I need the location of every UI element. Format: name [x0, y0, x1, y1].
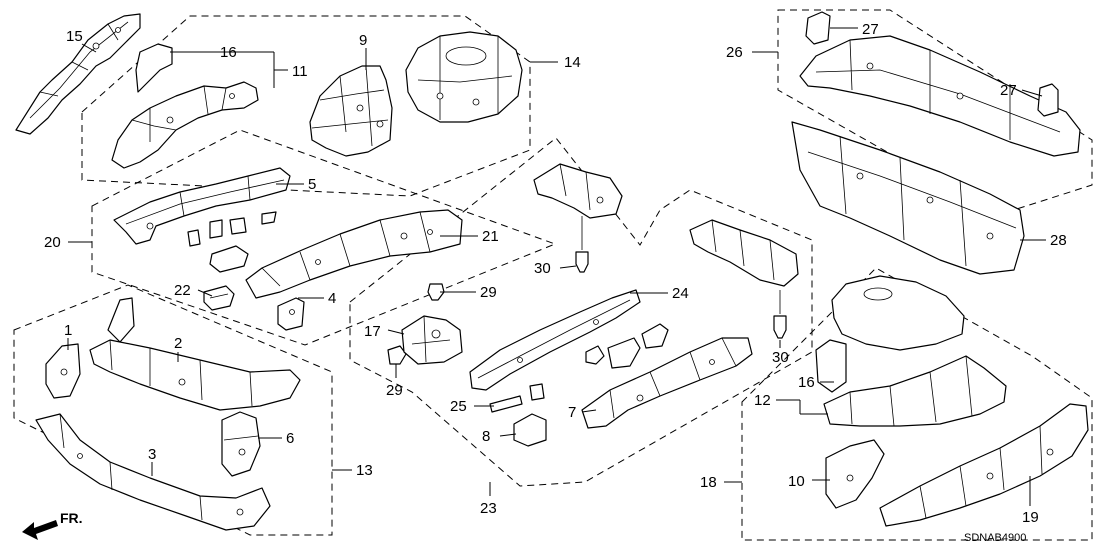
group-outline-23 [349, 137, 813, 487]
group-outline-13 [13, 284, 333, 536]
part-1-shape [45, 343, 81, 399]
part-17-shape [401, 315, 463, 365]
part-30a-shape [575, 216, 589, 273]
part-label-24: 24 [672, 285, 689, 302]
part-27b-shape [1037, 83, 1059, 117]
part-mount-bracket-shape [533, 163, 623, 219]
front-direction-label: FR. [60, 510, 83, 526]
part-label-7: 7 [568, 404, 576, 421]
part-label-12: 12 [754, 392, 771, 409]
part-label-19: 19 [1022, 509, 1039, 526]
group-outline-26 [777, 9, 1093, 216]
part-label-5: 5 [308, 176, 316, 193]
part-15-shape [15, 13, 141, 135]
part-26-shape [799, 35, 1081, 157]
part-label-16-lower: 16 [798, 374, 815, 391]
front-direction-arrow-icon [22, 520, 58, 540]
part-25-shape [489, 395, 523, 413]
part-label-27-upper: 27 [862, 21, 879, 38]
part-29b-shape [387, 345, 407, 365]
part-16b-shape [815, 339, 847, 393]
leader-lines [67, 27, 1046, 506]
part-6-shape [221, 411, 261, 477]
part-29a-shape [427, 283, 445, 301]
part-label-8: 8 [482, 428, 490, 445]
part-19-shape [879, 403, 1089, 527]
part-7-shape [581, 337, 753, 429]
part-4-shape [277, 297, 305, 331]
part-label-14: 14 [564, 54, 581, 71]
part-label-30-lower: 30 [772, 349, 789, 366]
part-28-shape [791, 121, 1025, 275]
part-label-2: 2 [174, 335, 182, 352]
part-label-30-upper: 30 [534, 260, 551, 277]
part-label-13: 13 [356, 462, 373, 479]
part-label-23: 23 [480, 500, 497, 517]
part-9-shape [309, 65, 393, 157]
part-label-29-upper: 29 [480, 284, 497, 301]
part-12-shape [823, 355, 1007, 427]
part-label-4: 4 [328, 290, 336, 307]
diagram-code: SDNAB4900 [964, 532, 1026, 544]
part-10-shape [825, 439, 885, 509]
part-5-shape [113, 167, 291, 245]
part-clip-shape [529, 383, 545, 401]
part-label-6: 6 [286, 430, 294, 447]
part-label-17: 17 [364, 323, 381, 340]
part-label-3: 3 [148, 446, 156, 463]
part-label-27-lower: 27 [1000, 82, 1017, 99]
part-label-20: 20 [44, 234, 61, 251]
part-label-18: 18 [700, 474, 717, 491]
part-3-shape [35, 413, 271, 531]
part-27a-shape [805, 11, 831, 45]
part-brackets-shape [187, 211, 277, 273]
part-18-shock-shape [831, 275, 965, 351]
part-24-shape [469, 289, 641, 391]
part-label-21: 21 [482, 228, 499, 245]
part-label-10: 10 [788, 473, 805, 490]
part-label-26: 26 [726, 44, 743, 61]
part-label-22: 22 [174, 282, 191, 299]
part-8-shape [513, 413, 547, 447]
part-21-shape [245, 209, 463, 299]
part-30b-shape [773, 290, 787, 339]
part-14-shape [405, 31, 523, 123]
part-22-shape [203, 285, 235, 311]
part-label-11: 11 [292, 63, 308, 80]
part-label-15: 15 [66, 28, 83, 45]
part-label-16-upper: 16 [220, 44, 237, 61]
part-label-9: 9 [359, 32, 367, 49]
part-2-shape [89, 297, 301, 411]
part-label-29-lower: 29 [386, 382, 403, 399]
part-label-25: 25 [450, 398, 467, 415]
part-center-brackets-shape [585, 323, 669, 369]
part-11-shape [111, 43, 259, 169]
part-label-28: 28 [1050, 232, 1067, 249]
part-floor-bracket-shape [689, 219, 799, 287]
part-label-1: 1 [64, 322, 72, 339]
